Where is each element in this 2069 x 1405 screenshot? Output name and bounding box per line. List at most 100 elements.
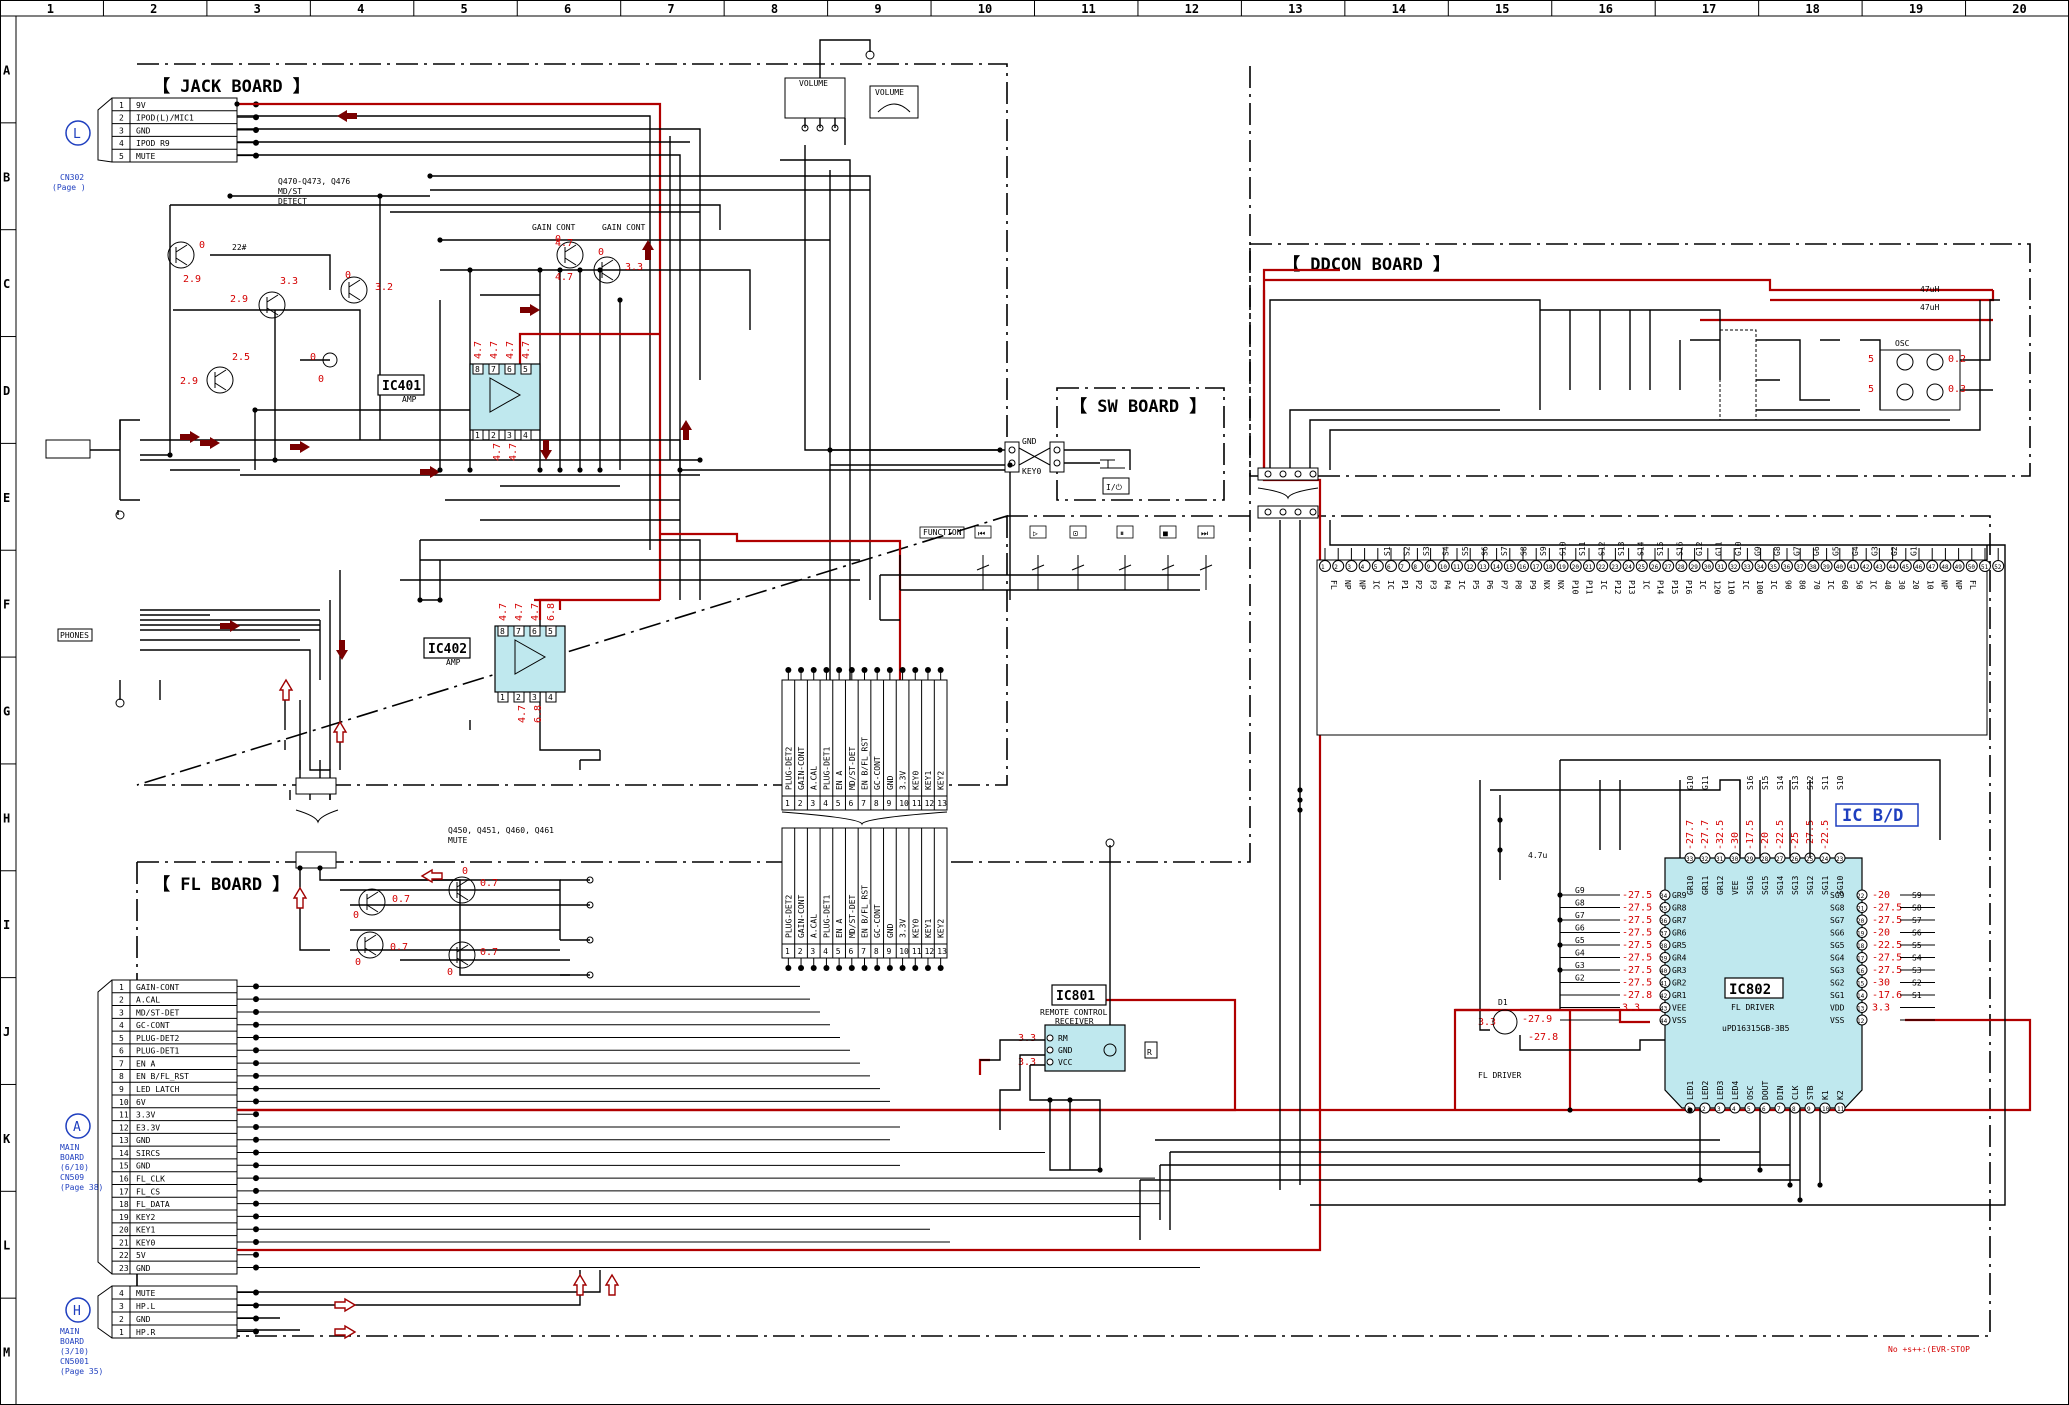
- segment-label: S11: [1821, 775, 1830, 790]
- voltage-label: 4.7: [555, 272, 573, 283]
- voltage-label: -17.6: [1872, 990, 1902, 1001]
- ic802-pin-number: 21: [1857, 906, 1865, 913]
- mid-connector-pin-number: 5: [836, 947, 841, 956]
- voltage-label: 4.7: [473, 341, 484, 359]
- cn509-pin-number: 23: [119, 1264, 129, 1273]
- function-button-icon: ⏸: [1120, 529, 1124, 538]
- fl-tube-pin: 8: [1413, 564, 1417, 571]
- junction-dot: [467, 267, 473, 273]
- ic-pin-number: 2: [491, 431, 496, 440]
- cn5001-caption: MAIN: [60, 1327, 79, 1336]
- junction-dot: [1297, 787, 1303, 793]
- ic802-pin-name: OSC: [1746, 1085, 1755, 1100]
- junction-dot: [1067, 1097, 1073, 1103]
- mid-connector-pin-name: GND: [886, 775, 895, 790]
- ic801-pin-name: GND: [1058, 1046, 1073, 1055]
- voltage-label: 0: [555, 234, 561, 245]
- ic802-pin-number: 25: [1806, 856, 1814, 863]
- voltage-label: 6.8: [546, 603, 557, 621]
- cn509-pin-name: KEY2: [136, 1213, 155, 1222]
- cn509-pin-name: GC-CONT: [136, 1021, 170, 1030]
- cn509-pin-name: KEY1: [136, 1226, 155, 1235]
- ic802-pin-name: GR9: [1672, 891, 1687, 900]
- cn509-pin-number: 11: [119, 1111, 129, 1120]
- voltage-label: 4.7: [517, 705, 528, 723]
- junction-dot: [1557, 942, 1563, 948]
- function-button-icon: ⊡: [1073, 529, 1078, 538]
- cn302-pin-number: 1: [119, 101, 124, 110]
- fl-tube-pin-function: 40: [1883, 580, 1892, 590]
- grid-column-label: 11: [1081, 2, 1095, 16]
- cn509-pin-number: 19: [119, 1213, 129, 1222]
- fl-tube-pin: 37: [1796, 564, 1804, 571]
- ic802-pin-name: VEE: [1731, 880, 1740, 895]
- voltage-label: 0: [318, 374, 324, 385]
- voltage-label: -27.8: [1622, 990, 1652, 1001]
- mid-connector-pin-name: 3.3V: [899, 919, 908, 938]
- signal-arrow: [220, 620, 240, 632]
- ic-pin-number: 5: [523, 365, 528, 374]
- cn509-pin-number: 3: [119, 1008, 124, 1017]
- ic802-pin-name: GR5: [1672, 941, 1687, 950]
- ic802-pin-name: SG10: [1836, 876, 1845, 895]
- fl-tube-pin-function: FL: [1329, 580, 1338, 590]
- function-button-icon: ■: [1163, 529, 1168, 538]
- signal-arrow: [334, 1324, 357, 1340]
- ic802-pin-name: K2: [1836, 1090, 1845, 1100]
- fl-tube-segment: G4: [1851, 546, 1860, 556]
- transistor-q470: [167, 241, 195, 269]
- ic402-name: IC402: [428, 642, 467, 657]
- ic802-pin-number: 36: [1660, 918, 1668, 925]
- cn5001-pin-name: HP.L: [136, 1302, 155, 1311]
- ic802-pin-number: 7: [1777, 1106, 1781, 1113]
- fl-tube-pin-function: P5: [1471, 580, 1480, 590]
- signal-arrows: [180, 110, 692, 1340]
- ic802-pin-name: GR3: [1672, 966, 1687, 975]
- ic802-pin-name: VSS: [1830, 1016, 1845, 1025]
- voltage-label: 0: [345, 270, 351, 281]
- voltage-label: -27.7: [1685, 820, 1696, 850]
- ic802-pin-number: 26: [1791, 856, 1799, 863]
- fl-tube-pin-function: P8: [1514, 580, 1523, 590]
- ic802-pin-number: 12: [1857, 1018, 1865, 1025]
- gain-cont-label-2: GAIN CONT: [602, 223, 646, 232]
- d1-label: D1: [1498, 998, 1508, 1007]
- fl-tube-pin: 11: [1453, 564, 1461, 571]
- voltage-label: 2.9: [230, 294, 248, 305]
- ic802-pin-number: 3: [1717, 1106, 1721, 1113]
- grid-column-label: 19: [1909, 2, 1923, 16]
- ic-pin-number: 3: [507, 431, 512, 440]
- fl-tube-segment: G5: [1832, 546, 1841, 556]
- ic802-pin-name: GR2: [1672, 979, 1687, 988]
- voltage-label: -27.5: [1872, 965, 1902, 976]
- ic802-pin-number: 2: [1702, 1106, 1706, 1113]
- mid-connector-pin-number: 13: [937, 799, 947, 808]
- cn302-pin-name: MUTE: [136, 152, 155, 161]
- fl-tube-pin: 51: [1981, 564, 1989, 571]
- ic802-pin-name: SG6: [1830, 929, 1845, 938]
- mid-connector-pin-number: 12: [925, 799, 935, 808]
- mid-connector-pin-number: 10: [899, 799, 909, 808]
- fl-tube-pin: 23: [1611, 564, 1619, 571]
- junction-dot: [467, 467, 473, 473]
- fl-tube-segment: S13: [1617, 541, 1626, 556]
- junction-dot: [167, 452, 173, 458]
- jack-board-title: 【 JACK BOARD 】: [153, 76, 310, 97]
- cap-47u-label: 4.7u: [1528, 851, 1547, 860]
- grid-column-label: 8: [771, 2, 778, 16]
- fl-tube-pin: 2: [1334, 564, 1338, 571]
- volume-label: VOLUME: [799, 79, 828, 88]
- grid-column-label: 1: [47, 2, 54, 16]
- voltage-label: 0.7: [480, 878, 498, 889]
- fl-tube-pin: 49: [1955, 564, 1963, 571]
- mid-connector-pin-number: 2: [798, 799, 803, 808]
- cn302-circle-label: L: [73, 127, 81, 142]
- fl-tube-pin-function: FL: [1968, 580, 1977, 590]
- fl-tube-pin-function: 20: [1911, 580, 1920, 590]
- ic802-pin-number: 20: [1857, 918, 1865, 925]
- junction-dot: [537, 267, 543, 273]
- segment-label: S15: [1761, 775, 1770, 790]
- junction-dot: [437, 237, 443, 243]
